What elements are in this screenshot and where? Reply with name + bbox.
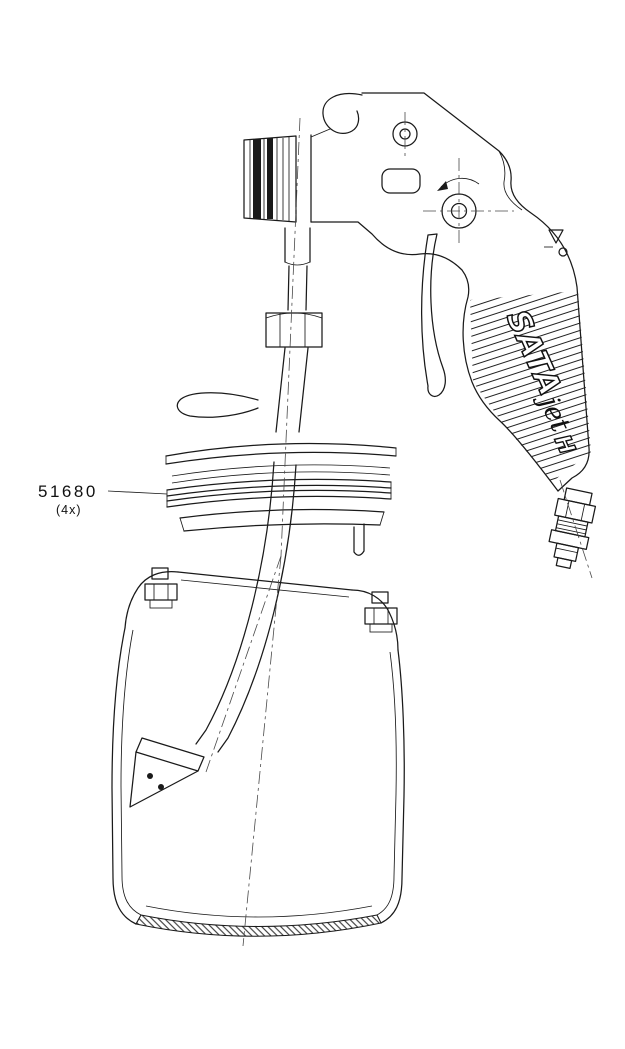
part-quantity-label: (4x) (56, 503, 82, 517)
lid-latch-lever (176, 392, 259, 418)
cup-left-curl (124, 570, 179, 629)
body-recess (381, 168, 421, 194)
tip-line (555, 547, 578, 554)
callout-leader-line (107, 490, 168, 495)
rotation-arrow-head (437, 181, 448, 191)
rear-clip-triangle (548, 229, 564, 244)
lid-vent-tab (353, 523, 365, 556)
cup-left-wall-inner (120, 629, 142, 916)
right-nut (364, 607, 398, 625)
cup-bottom-hatched-band (135, 914, 382, 937)
gasket-line (166, 495, 392, 508)
air-cap-profile (243, 135, 297, 223)
lid-dish-upper (179, 508, 385, 519)
gasket-line (166, 489, 392, 502)
cup-right-fitting (364, 591, 398, 633)
cap-dark-band (267, 138, 273, 219)
left-bolt-head (151, 567, 169, 580)
funnel-cone (129, 751, 199, 808)
air-inlet-fitting (548, 487, 597, 570)
fluid-axis-centerline (280, 117, 301, 557)
strainer-hole (158, 784, 164, 790)
rear-clip-screw (558, 247, 568, 257)
neck-right (305, 265, 308, 311)
thread-line (556, 527, 586, 535)
tube-axis-centerline (205, 555, 282, 773)
centerlines (205, 117, 593, 947)
part-number-label: 51680 (38, 482, 98, 501)
neck-inner-line (498, 150, 523, 211)
lid-dish-lower (183, 523, 381, 532)
dish-edge (379, 511, 385, 526)
dish-edge (179, 517, 185, 532)
hex-flat (580, 503, 586, 521)
pickup-tube (129, 461, 297, 808)
thread-line (557, 519, 588, 527)
tube-left-edge (195, 461, 275, 745)
gun-top-and-back-outline (361, 92, 590, 492)
nut-chamfer (265, 312, 323, 319)
air-cap (243, 135, 297, 223)
inlet-axis-centerline (559, 479, 593, 579)
inlet-end (555, 557, 573, 570)
hook-join (310, 128, 331, 138)
right-washer (369, 623, 393, 633)
cup-axis-centerline (242, 555, 282, 947)
fluid-connection (265, 227, 323, 348)
cup-right-wall-outer (380, 649, 405, 924)
left-washer (149, 599, 173, 609)
hanging-hook (322, 93, 363, 135)
cup-rim-outer-edge (177, 571, 353, 591)
fluid-shaft-right (298, 347, 309, 433)
cup-left-fitting (144, 567, 178, 609)
fluid-shaft-left (275, 347, 286, 433)
hex-flat (565, 500, 570, 518)
lid-ring-upper (171, 464, 391, 477)
paint-cup (111, 567, 405, 937)
gasket-line (166, 478, 392, 491)
cup-left-wall-outer (111, 627, 137, 925)
strainer-funnel (129, 737, 205, 808)
nipple-bottom (284, 261, 311, 266)
lid-ring-lower (171, 471, 391, 484)
cup-rim-inner-edge (180, 579, 350, 598)
grip-hatching (470, 291, 591, 482)
neck-left (287, 265, 290, 311)
thread-line (556, 523, 587, 531)
cap-dark-band (253, 139, 261, 219)
inlet-collar (548, 529, 590, 551)
trigger (421, 233, 446, 398)
cup-inner-floor-line (145, 905, 373, 918)
cup-right-curl (351, 589, 399, 651)
swivel-nut (265, 312, 323, 348)
strainer-hole (147, 773, 153, 779)
lid-top-plate-lower (165, 451, 397, 465)
cup-lid-assembly (165, 347, 397, 556)
gasket-stack-51680 (166, 478, 392, 508)
cup-right-wall-inner (376, 651, 397, 916)
right-bolt-head (371, 591, 389, 604)
tube-right-edge (217, 464, 297, 753)
spray-gun-body: SATA jet H (243, 92, 597, 570)
funnel-collar (135, 737, 205, 772)
gasket-line (166, 484, 392, 497)
part-callout: 51680 (4x) (38, 482, 168, 517)
gun-front-outline (310, 221, 559, 492)
left-nut (144, 583, 178, 601)
lid-top-plate-upper (165, 442, 397, 457)
